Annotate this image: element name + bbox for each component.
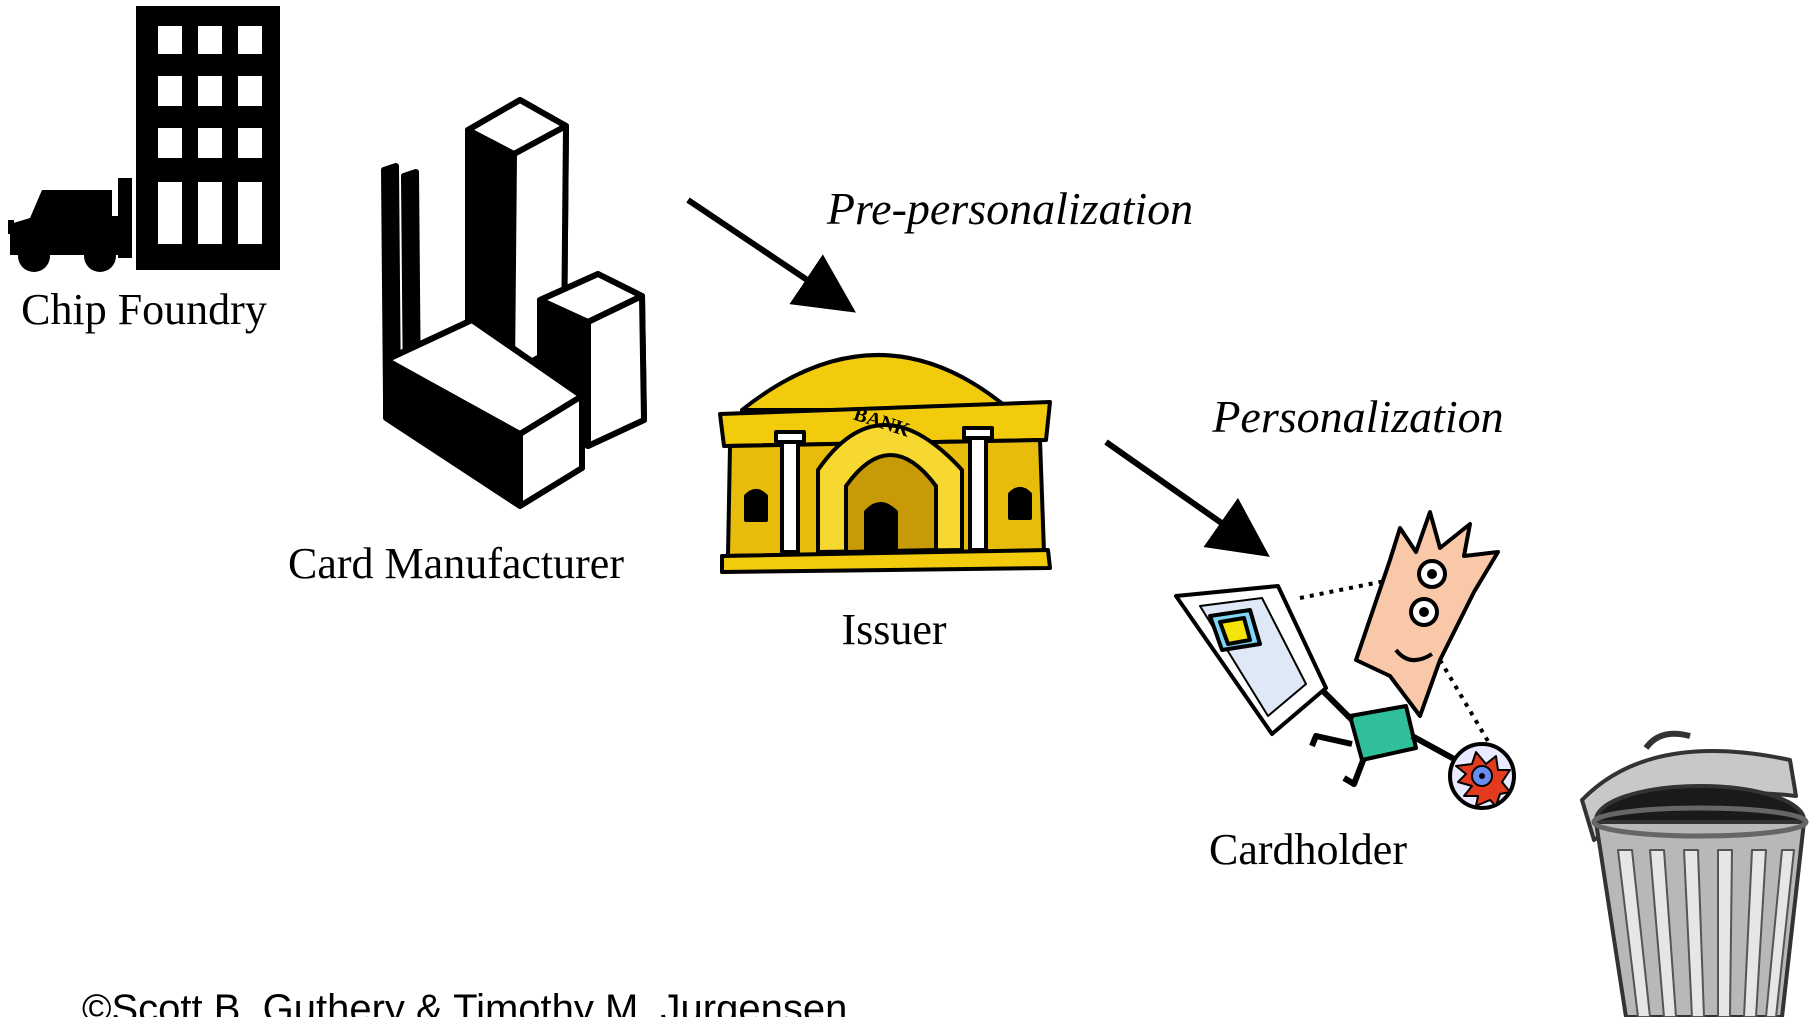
pre-personalization-label: Pre-personalization bbox=[826, 183, 1193, 234]
copyright-footer: ©Scott B. Guthery & Timothy M. Jurgensen bbox=[82, 987, 847, 1017]
chip-foundry-label: Chip Foundry bbox=[21, 285, 267, 334]
trash-can-icon bbox=[1580, 730, 1809, 1017]
issuer-bank-icon: BANK bbox=[718, 353, 1052, 574]
cardholder-icon bbox=[1174, 510, 1516, 810]
personalization-arrow bbox=[1104, 439, 1270, 557]
issuer-label: Issuer bbox=[841, 605, 946, 654]
chip-foundry-icon bbox=[8, 6, 280, 272]
personalization-label: Personalization bbox=[1211, 391, 1503, 442]
pre-personalization-arrow bbox=[686, 197, 856, 313]
cardholder-label: Cardholder bbox=[1209, 825, 1407, 874]
card-manufacturer-label: Card Manufacturer bbox=[288, 539, 624, 588]
card-manufacturer-icon bbox=[381, 97, 647, 509]
